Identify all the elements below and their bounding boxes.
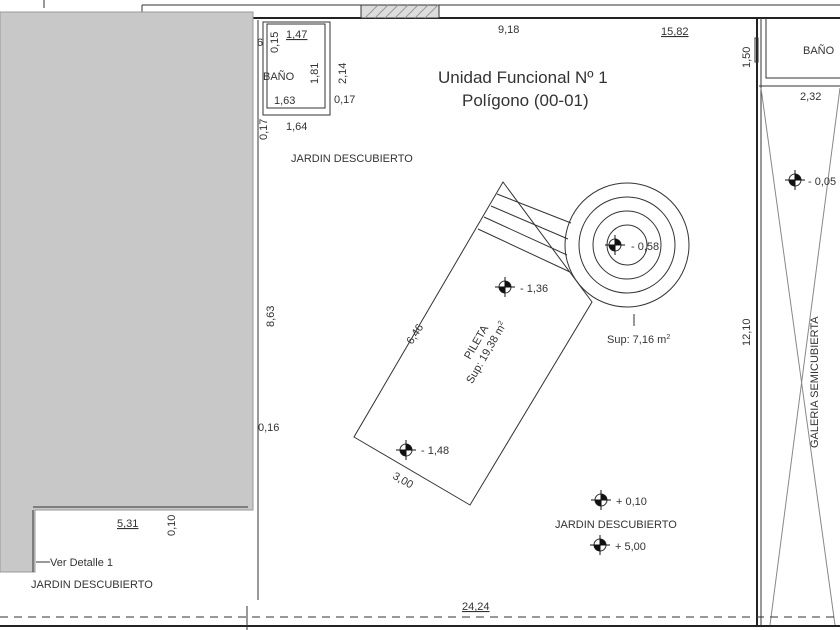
dim-9-18: 9,18 xyxy=(498,24,519,36)
pool-side-long: 6,46 xyxy=(404,322,426,347)
level-plus-5-00: + 5,00 xyxy=(615,541,646,553)
garden-label-bottom: JARDIN DESCUBIERTO xyxy=(31,579,153,591)
level-marker xyxy=(495,277,515,297)
neighbor-building xyxy=(0,11,254,573)
dim-6: 6 xyxy=(257,37,263,49)
dim-2-14: 2,14 xyxy=(337,63,349,84)
gallery-diagonal xyxy=(769,87,840,626)
level-marker xyxy=(605,235,625,255)
unit-title: Unidad Funcional Nº 1 xyxy=(438,68,608,87)
dim-0-17-vert: 0,17 xyxy=(258,119,270,140)
dim-1-64: 1,64 xyxy=(286,121,307,133)
level-marker xyxy=(396,440,416,460)
gallery-diagonal xyxy=(760,87,836,626)
bathroom-right-label: BAÑO xyxy=(803,44,835,57)
dim-1-63: 1,63 xyxy=(274,95,295,107)
superscript: 2 xyxy=(666,334,670,341)
level-marker xyxy=(590,535,610,555)
garden-label-mid: JARDIN DESCUBIERTO xyxy=(555,519,677,531)
dim-0-10: 0,10 xyxy=(166,515,178,536)
hatch-lines xyxy=(364,4,439,19)
dim-2-32: 2,32 xyxy=(800,91,821,103)
jacuzzi xyxy=(564,182,690,308)
jacuzzi-surface-text: Sup: 7,16 m xyxy=(607,334,666,346)
level-1-48: - 1,48 xyxy=(421,445,449,457)
bathroom-right-outline xyxy=(759,18,840,87)
dim-5-31: 5,31 xyxy=(117,518,138,530)
level-0-05: - 0,05 xyxy=(808,176,836,188)
pool-outline xyxy=(353,181,593,506)
pool-side-short: 3,00 xyxy=(391,470,416,491)
level-0-58: - 0,58 xyxy=(631,241,659,253)
level-marker xyxy=(785,170,805,190)
gallery-label: GALERIA SEMICUBIERTA xyxy=(809,316,821,448)
jacuzzi-surface: Sup: 7,16 m2 xyxy=(607,334,670,346)
garden-label-top: JARDIN DESCUBIERTO xyxy=(291,153,413,165)
hatched-wall xyxy=(360,4,440,19)
dim-15-82: 15,82 xyxy=(661,26,689,38)
level-marker xyxy=(591,490,611,510)
dim-24-24: 24,24 xyxy=(462,601,490,613)
dim-0-16: 0,16 xyxy=(258,422,279,434)
pool-steps xyxy=(477,193,572,273)
window xyxy=(754,37,759,63)
dim-8-63: 8,63 xyxy=(265,306,277,327)
dim-0-15: 0,15 xyxy=(269,32,281,53)
detail-note: Ver Detalle 1 xyxy=(50,557,113,569)
bathroom-left-outline xyxy=(262,21,331,116)
bathroom-left-label: BAÑO xyxy=(263,70,295,83)
polygon-title: Polígono (00-01) xyxy=(462,91,589,110)
dim-0-17: 0,17 xyxy=(334,94,355,106)
dim-1-50: 1,50 xyxy=(741,47,753,68)
pool-label: PILETA Sup: 19,38 m2 xyxy=(462,320,507,386)
dim-12-10: 12,10 xyxy=(741,318,753,346)
bathroom-left-inner xyxy=(266,23,326,109)
level-1-36: - 1,36 xyxy=(520,283,548,295)
level-plus-0-10: + 0,10 xyxy=(616,496,647,508)
dim-1-81: 1,81 xyxy=(309,63,321,84)
superscript: 2 xyxy=(497,320,505,327)
dim-1-47: 1,47 xyxy=(286,29,307,41)
